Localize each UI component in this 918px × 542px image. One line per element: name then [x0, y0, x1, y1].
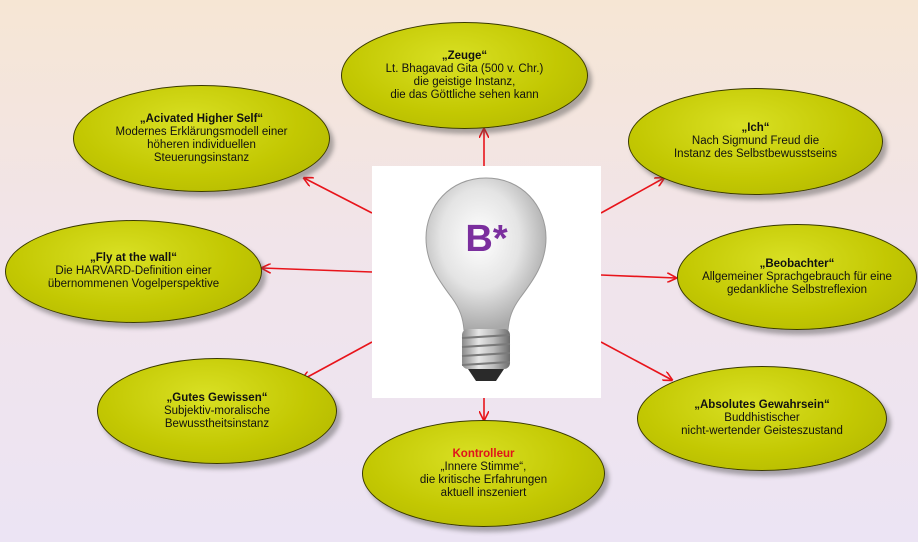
- node-acivated-higher-self-text-1: Modernes Erklärungsmodell einer: [115, 125, 288, 138]
- arrow-beobachter: [600, 275, 676, 278]
- arrow-gutes-gewissen: [302, 341, 373, 380]
- arrow-acivated-higher-self: [304, 178, 373, 214]
- node-kontrolleur-text-3: aktuell inszeniert: [440, 486, 527, 499]
- node-acivated-higher-self-text-3: Steuerungsinstanz: [153, 151, 250, 164]
- node-beobachter-text-2: gedankliche Selbstreflexion: [726, 283, 867, 296]
- node-zeuge-text-2: die geistige Instanz,: [413, 75, 516, 88]
- node-zeuge-title: „Zeuge“: [441, 49, 488, 62]
- node-fly-at-the-wall-text-1: Die HARVARD-Definition einer: [55, 265, 212, 277]
- node-fly-at-the-wall-text-2: übernommenen Vogelperspektive: [47, 278, 220, 290]
- node-ich-text-2: Instanz des Selbstbewusstseins: [673, 148, 837, 160]
- node-kontrolleur-title: Kontrolleur: [452, 447, 515, 460]
- node-beobachter-title: „Beobachter“: [759, 257, 835, 270]
- node-kontrolleur-text-2: die kritische Erfahrungen: [419, 473, 548, 486]
- node-gutes-gewissen: „Gutes Gewissen“ Subjektiv-moralische Be…: [97, 358, 337, 464]
- arrow-ich: [600, 178, 664, 214]
- node-absolutes-gewahrsein-title: „Absolutes Gewahrsein“: [694, 399, 830, 411]
- lightbulb-icon: [425, 177, 547, 381]
- node-zeuge-text-3: die das Göttliche sehen kann: [390, 88, 539, 101]
- node-gutes-gewissen-text-1: Subjektiv-moralische: [163, 404, 271, 417]
- node-absolutes-gewahrsein-text-1: Buddhistischer: [724, 412, 800, 424]
- node-kontrolleur-text-1: „Innere Stimme“,: [440, 460, 527, 473]
- node-ich: „Ich“ Nach Sigmund Freud die Instanz des…: [628, 88, 883, 195]
- node-acivated-higher-self: „Acivated Higher Self“ Modernes Erklärun…: [73, 85, 330, 192]
- connector-arrows: [262, 129, 676, 420]
- center-label: B*: [465, 218, 508, 260]
- node-zeuge-text-1: Lt. Bhagavad Gita (500 v. Chr.): [385, 62, 544, 75]
- node-beobachter-text-1: Allgemeiner Sprachgebrauch für eine: [702, 270, 892, 283]
- node-ich-title: „Ich“: [741, 122, 770, 134]
- lightbulb-panel: B*: [372, 166, 601, 398]
- node-ich-text-1: Nach Sigmund Freud die: [691, 135, 820, 147]
- node-zeuge: „Zeuge“ Lt. Bhagavad Gita (500 v. Chr.) …: [341, 22, 588, 129]
- node-fly-at-the-wall: „Fly at the wall“ Die HARVARD-Definition…: [5, 220, 262, 323]
- node-gutes-gewissen-text-2: Bewusstheitsinstanz: [164, 417, 270, 430]
- node-absolutes-gewahrsein-text-2: nicht-wertender Geisteszustand: [681, 425, 843, 437]
- node-acivated-higher-self-title: „Acivated Higher Self“: [139, 112, 264, 125]
- node-gutes-gewissen-title: „Gutes Gewissen“: [166, 391, 268, 404]
- node-fly-at-the-wall-title: „Fly at the wall“: [90, 252, 177, 264]
- node-kontrolleur: Kontrolleur „Innere Stimme“, die kritisc…: [362, 420, 605, 527]
- node-beobachter: „Beobachter“ Allgemeiner Sprachgebrauch …: [677, 224, 917, 330]
- node-acivated-higher-self-text-2: höheren individuellen: [147, 138, 256, 151]
- arrow-absolutes-gewahrsein: [600, 341, 672, 380]
- arrow-fly-at-the-wall: [262, 268, 373, 272]
- node-absolutes-gewahrsein: „Absolutes Gewahrsein“ Buddhistischer ni…: [637, 366, 887, 471]
